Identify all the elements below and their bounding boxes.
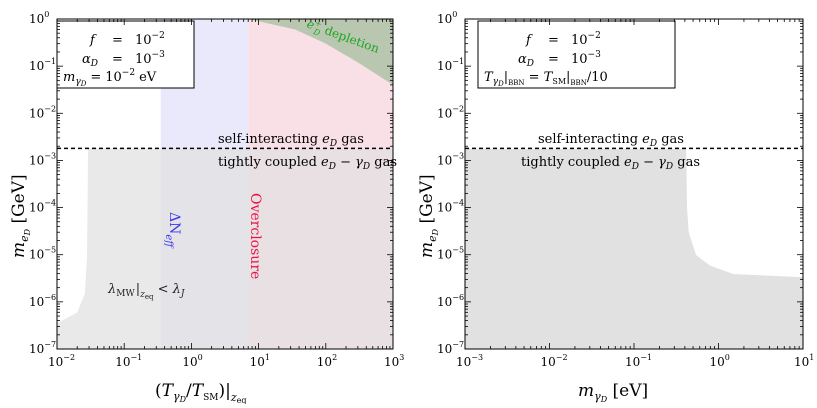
left-self-interacting-label: self-interacting eD gas: [218, 132, 364, 149]
left-y-tick-label: 10−3: [29, 151, 56, 167]
overclosure-label: Overclosure: [247, 193, 263, 279]
right-y-tick-label: 10−2: [437, 104, 464, 120]
left-x-tick-label: 103: [384, 353, 404, 369]
left-x-tick-label: 10−2: [48, 353, 75, 369]
right-x-tick-label: 101: [794, 353, 814, 369]
right-x-tick-label: 10−2: [541, 353, 568, 369]
right-y-tick-label: 10−5: [437, 246, 464, 262]
excluded-region: [465, 148, 803, 349]
right-legend-box: f=10−2 αD=10−3 TγD|BBN = TSM|BBN/10: [477, 20, 676, 89]
right-x-tick-label: 10−1: [625, 353, 652, 369]
right-legend-temperature: TγD|BBN = TSM|BBN/10: [484, 70, 608, 88]
right-y-tick-label: 10−7: [437, 340, 464, 356]
left-y-tick-label: 10−4: [29, 199, 56, 215]
right-xaxis-label: mγD [eV]: [578, 381, 648, 404]
right-legend-f: f=10−2: [525, 31, 601, 48]
left-x-tick-label: 101: [250, 353, 270, 369]
right-y-tick-label: 10−6: [437, 293, 464, 309]
left-legend-alpha: αD=10−3: [82, 50, 165, 69]
left-regions: [57, 19, 393, 349]
right-axes: 10−3 10−2 10−1 100 101 10−7 10−6 10−5 10−4 10−3 10…: [437, 10, 814, 369]
left-y-tick-label: 10−2: [29, 104, 56, 120]
left-y-tick-label: 10−6: [29, 293, 56, 309]
left-y-tick-label: 100: [29, 10, 49, 26]
lambda-label: λMW|zeq < λJ: [107, 282, 186, 301]
delta-neff-label: ΔNeff: [163, 212, 182, 249]
left-y-tick-label: 10−5: [29, 246, 56, 262]
left-y-tick-label: 10−1: [29, 57, 56, 73]
right-y-tick-label: 10−4: [437, 199, 464, 215]
excluded-boundary: [465, 147, 804, 278]
left-x-tick-label: 10−1: [115, 353, 142, 369]
left-panel: self-interacting eD gas tightly coupled …: [9, 10, 404, 405]
right-regions: [465, 147, 804, 349]
right-x-tick-label: 10−3: [456, 353, 483, 369]
right-y-tick-label: 10−3: [437, 151, 464, 167]
left-x-tick-label: 102: [317, 353, 337, 369]
left-legend-f: f=10−2: [89, 31, 165, 48]
left-yaxis-label: meD [GeV]: [9, 174, 32, 258]
right-self-interacting-label: self-interacting eD gas: [538, 132, 684, 149]
right-panel: self-interacting eD gas tightly coupled …: [417, 10, 814, 404]
lambda-region: [57, 148, 393, 349]
right-y-tick-label: 10−1: [437, 57, 464, 73]
depletion-region: [248, 19, 393, 85]
left-plot-frame: [56, 18, 394, 350]
right-tightly-coupled-label: tightly coupled eD − γD gas: [521, 155, 700, 172]
right-x-tick-label: 100: [710, 353, 730, 369]
right-y-tick-label: 100: [437, 10, 457, 26]
left-y-tick-label: 10−7: [29, 340, 56, 356]
left-axes: 10−2 10−1 100 101 102 103 10−7 10−6 10−5 10−4 10−3…: [29, 10, 404, 369]
left-x-tick-label: 100: [182, 353, 202, 369]
left-tightly-coupled-label: tightly coupled eD − γD gas: [218, 155, 397, 172]
right-legend-alpha: αD=10−3: [518, 50, 601, 69]
left-xaxis-label: (TγD/TSM)|zeq: [155, 381, 246, 404]
right-yaxis-label: meD [GeV]: [417, 174, 440, 258]
